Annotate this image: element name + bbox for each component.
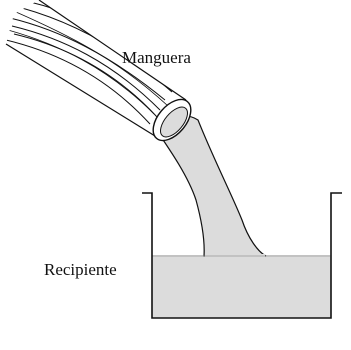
hose-label: Manguera <box>122 48 191 67</box>
water-in-container <box>152 255 331 318</box>
container-label: Recipiente <box>44 260 117 279</box>
hose <box>6 0 198 147</box>
